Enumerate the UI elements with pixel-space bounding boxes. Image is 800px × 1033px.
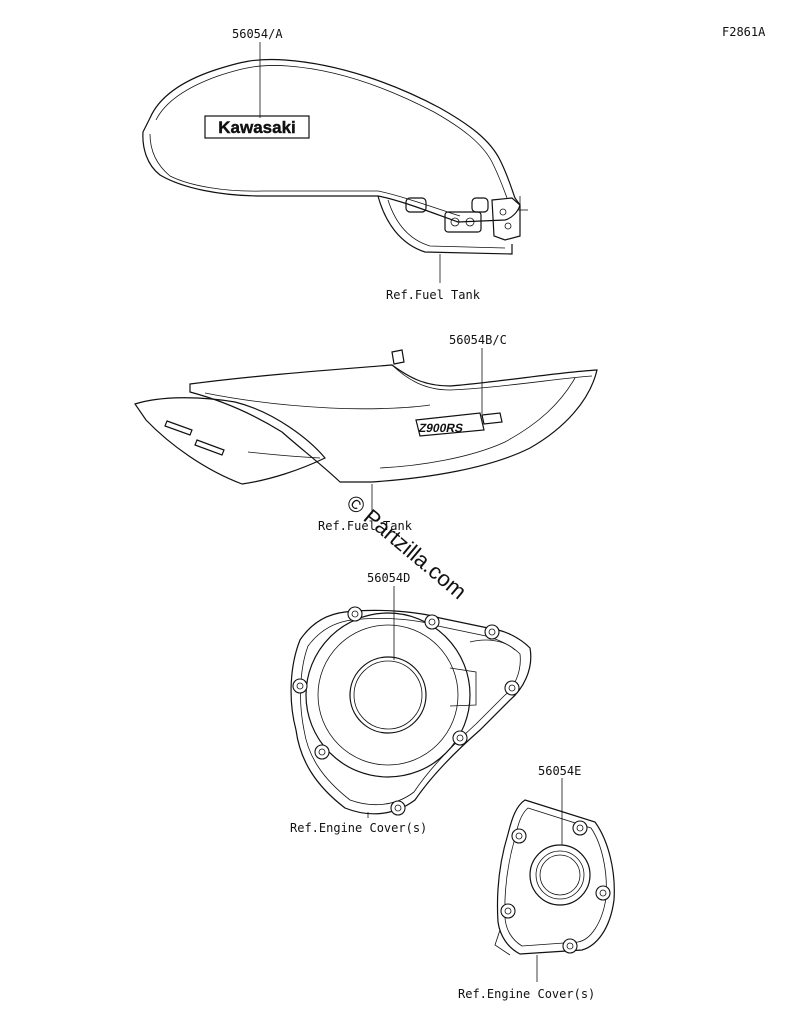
kawasaki-emblem-outline [204,115,310,139]
fuel-tank-drawing [142,58,528,255]
part-number-56054e: 56054E [538,764,581,778]
z900rs-logo-text: Z900RS [418,421,465,435]
ref-engine-cover-label-1: Ref.Engine Cover(s) [290,821,427,835]
pulsing-cover-bolts [500,820,611,954]
ref-fuel-tank-label-2: Ref.Fuel Tank [318,519,413,533]
kawasaki-emblem: Kawasaki [218,118,296,137]
generator-cover-drawing [290,609,532,815]
partzilla-watermark: © Partzilla.com [342,490,472,604]
ref-engine-cover-label-2: Ref.Engine Cover(s) [458,987,595,1001]
z900rs-badge [415,412,503,437]
pulsing-cover-drawing [494,799,615,956]
part-number-56054bc: 56054B/C [449,333,507,347]
figure-code: F2861A [722,25,766,39]
part-number-56054d: 56054D [367,571,410,585]
generator-cover-bolts [292,606,520,816]
part-number-56054a: 56054/A [232,27,283,41]
ref-fuel-tank-label-1: Ref.Fuel Tank [386,288,481,302]
side-cover-drawing [134,349,598,485]
